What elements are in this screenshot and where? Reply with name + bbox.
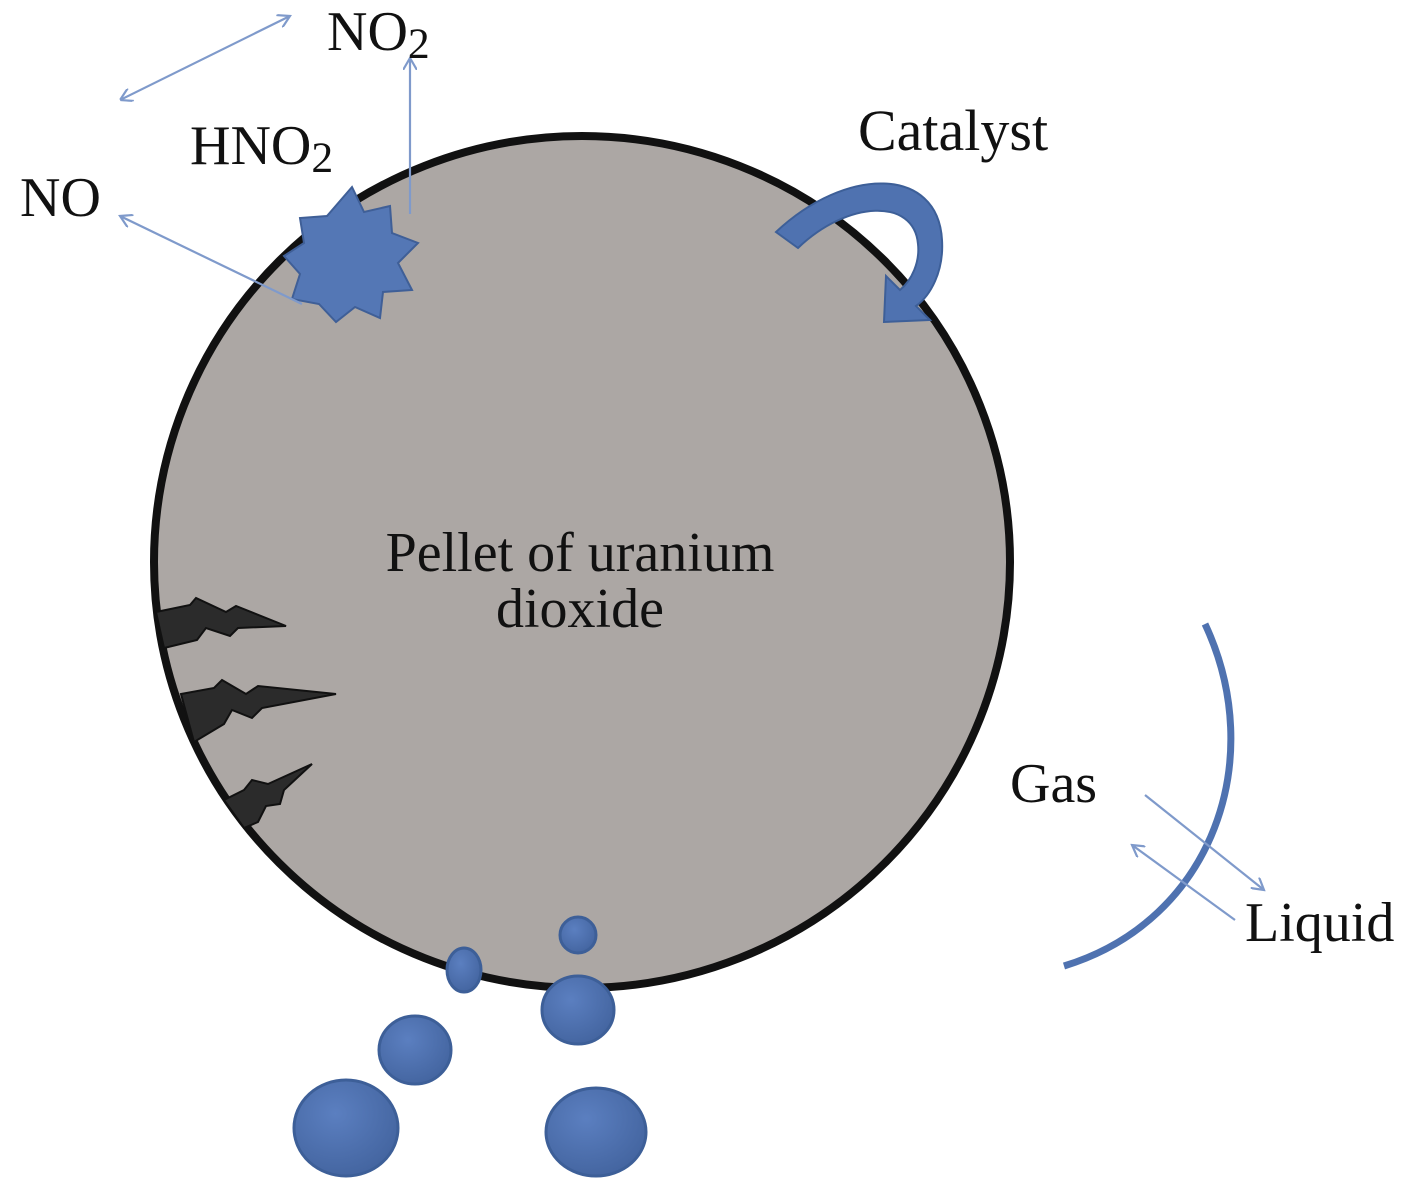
- crack-middle: [179, 678, 337, 744]
- arrow-liquid-to-gas: [1132, 845, 1236, 921]
- hno2-label: HNO2: [190, 115, 334, 182]
- gas-liquid-interface: [1062, 622, 1235, 970]
- hno2-star-burst: [282, 185, 420, 324]
- crack-top: [154, 596, 287, 650]
- pellet-label-line2: dioxide: [496, 578, 664, 640]
- bubble-large-right: [544, 1086, 648, 1178]
- bubbles: [292, 915, 648, 1178]
- no2-label: NO2: [327, 1, 430, 68]
- crack-bottom: [222, 763, 313, 830]
- crack-marks: [154, 596, 337, 830]
- no-label: NO: [20, 167, 101, 229]
- pellet-label-line1: Pellet of uranium: [385, 522, 775, 584]
- bubble-small-left: [445, 946, 483, 994]
- bubble-large-left: [292, 1078, 400, 1178]
- arrow-gas-to-liquid: [1144, 794, 1264, 890]
- pellet-label: Pellet of uranium dioxide: [330, 525, 830, 637]
- catalyst-label: Catalyst: [858, 98, 1049, 163]
- catalyst-arrow: [774, 182, 944, 324]
- gas-label: Gas: [1010, 753, 1098, 815]
- arrow-no-no2-exchange: [120, 16, 290, 100]
- bubble-small-right: [558, 915, 598, 955]
- liquid-label: Liquid: [1245, 892, 1395, 954]
- bubble-medium-right: [540, 974, 616, 1046]
- bubble-medium-left: [377, 1014, 453, 1086]
- arrow-to-no: [120, 216, 303, 305]
